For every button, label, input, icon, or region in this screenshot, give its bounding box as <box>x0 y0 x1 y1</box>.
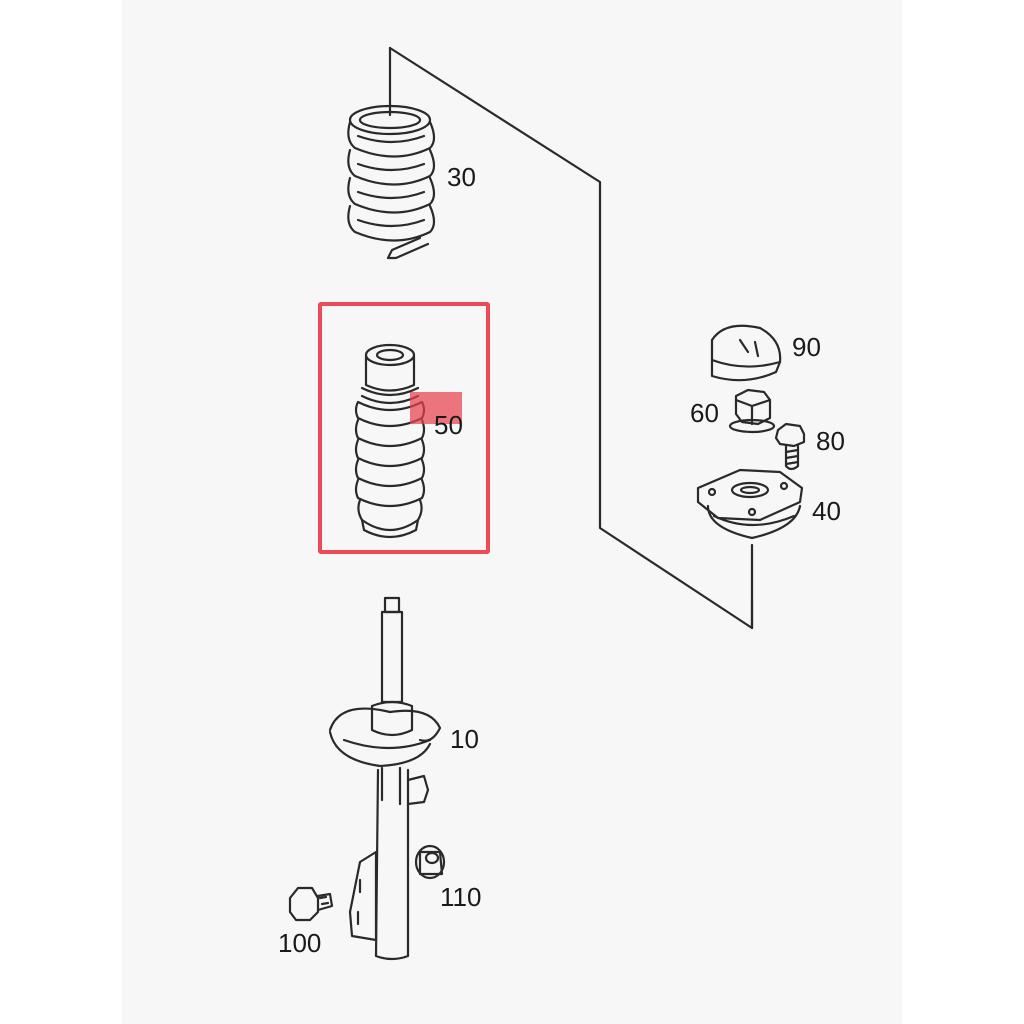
diagram-sheet <box>122 0 902 1024</box>
part-label-nut: 60 <box>690 398 719 428</box>
part-label-flange-bolt: 100 <box>278 928 322 958</box>
bump-stop-boot <box>354 343 426 539</box>
small-bolt <box>774 422 806 471</box>
flange-nut <box>414 844 446 880</box>
part-label-strut-mount: 40 <box>812 496 841 526</box>
part-label-bump-stop: 50 <box>434 410 463 440</box>
part-label-shock-absorber: 10 <box>450 724 479 754</box>
part-label-small-bolt: 80 <box>816 426 845 456</box>
highlight-box <box>318 302 490 554</box>
flange-bolt <box>288 886 334 922</box>
highlight-marker <box>410 392 462 424</box>
part-label-spring: 30 <box>447 162 476 192</box>
coil-spring <box>347 104 436 260</box>
part-label-cap: 90 <box>792 332 821 362</box>
hex-nut <box>728 388 776 434</box>
shock-absorber <box>328 596 442 961</box>
cap-part <box>710 324 782 382</box>
part-label-flange-nut: 110 <box>440 882 482 912</box>
strut-mount <box>696 468 804 540</box>
